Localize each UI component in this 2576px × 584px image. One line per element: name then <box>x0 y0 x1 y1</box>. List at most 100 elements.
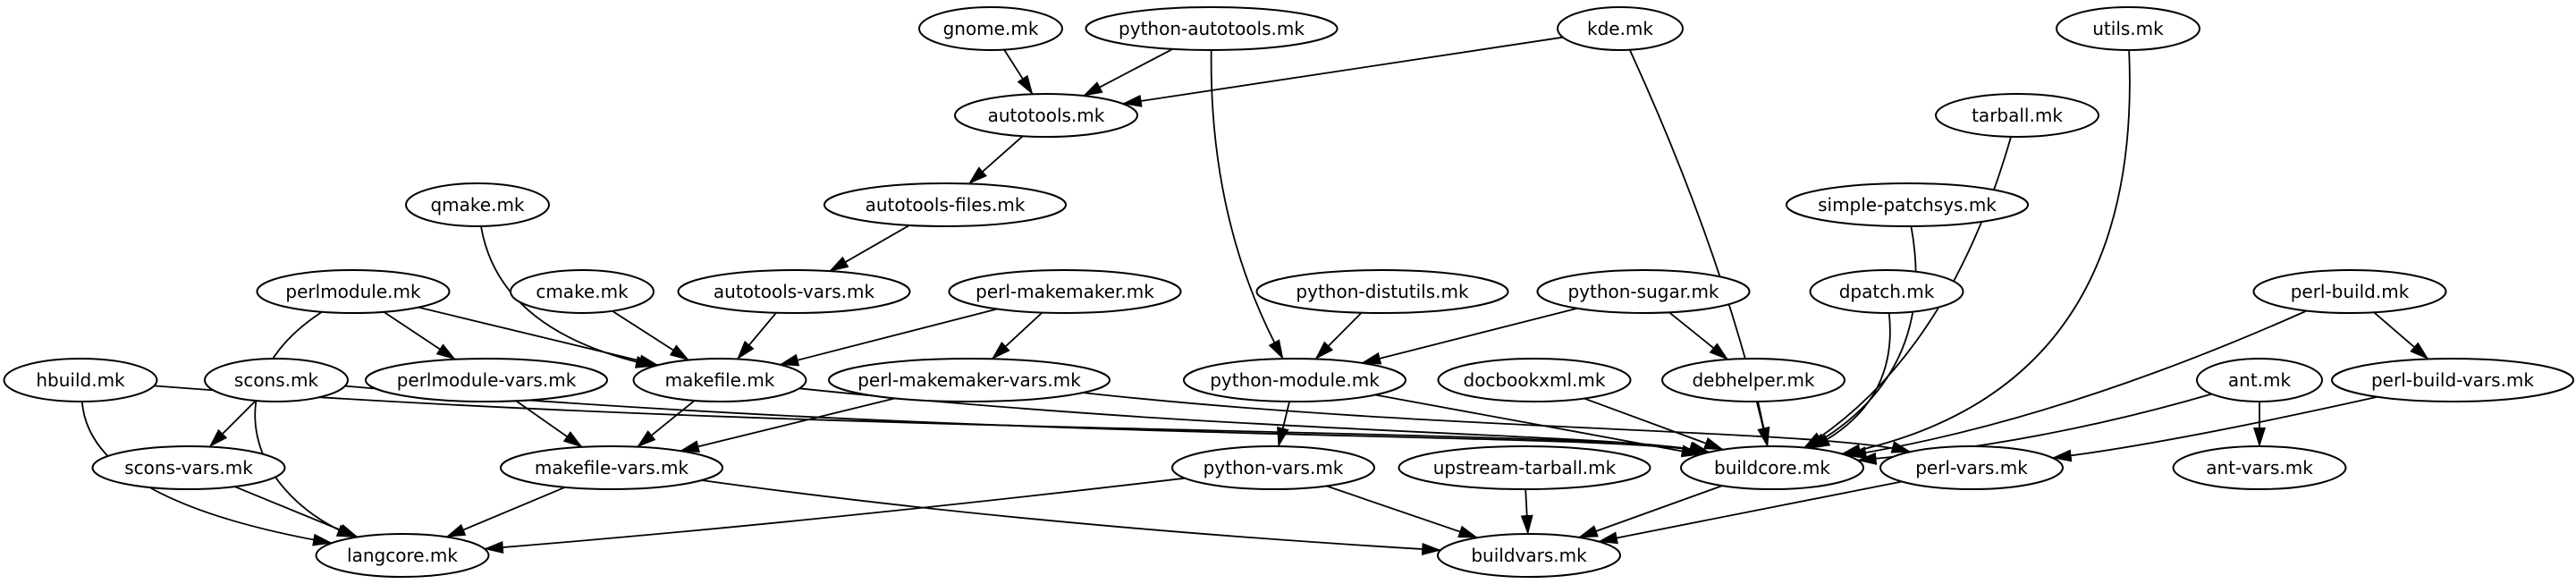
edge-python-module-buildcore <box>1374 394 1702 458</box>
node-label-perl-makemaker: perl-makemaker.mk <box>976 281 1154 302</box>
node-ellipse-kde <box>1557 6 1684 51</box>
node-python-sugar: python-sugar.mk <box>1536 269 1751 314</box>
edge-makefile-vars-buildvars <box>701 479 1442 555</box>
node-debhelper: debhelper.mk <box>1661 358 1845 402</box>
node-langcore: langcore.mk <box>315 533 490 578</box>
edge-ant-buildcore <box>1856 393 2212 465</box>
edge-perlmodule-langcore <box>254 310 357 538</box>
node-ellipse-perlmodule <box>256 269 451 314</box>
edge-perlmodule-perlmodule-vars <box>383 311 456 360</box>
edge-docbookxml-buildcore <box>1584 397 1725 451</box>
node-label-qmake: qmake.mk <box>430 194 524 216</box>
edge-kde-autotools <box>1121 36 1564 107</box>
node-ellipse-dpatch <box>1809 269 1964 314</box>
node-ellipse-ant <box>2196 358 2323 402</box>
node-ellipse-docbookxml <box>1437 358 1632 402</box>
node-label-autotools-vars: autotools-vars.mk <box>714 281 875 302</box>
node-docbookxml: docbookxml.mk <box>1437 358 1632 402</box>
node-ellipse-makefile-vars <box>500 445 723 490</box>
node-label-python-vars: python-vars.mk <box>1204 457 1344 478</box>
node-label-scons: scons.mk <box>234 369 319 391</box>
node-upstream-tarball: upstream-tarball.mk <box>1398 445 1651 490</box>
edge-perlmodule-vars-makefile-vars <box>515 400 583 448</box>
node-makefile: makefile.mk <box>632 358 807 402</box>
node-ellipse-perl-build <box>2252 269 2447 314</box>
node-ellipse-perl-makemaker <box>948 269 1182 314</box>
edge-buildcore-buildvars <box>1577 485 1723 538</box>
node-ellipse-autotools-vars <box>677 269 911 314</box>
node-label-python-module: python-module.mk <box>1210 369 1380 391</box>
node-label-hbuild: hbuild.mk <box>36 369 125 391</box>
node-python-module: python-module.mk <box>1183 358 1406 402</box>
node-gnome: gnome.mk <box>918 6 1063 51</box>
node-label-upstream-tarball: upstream-tarball.mk <box>1433 457 1617 478</box>
node-ellipse-cmake <box>510 269 655 314</box>
node-ellipse-langcore <box>315 533 490 578</box>
edge-perl-makemaker-vars-makefile-vars <box>679 397 896 453</box>
edge-python-distutils-python-module <box>1314 312 1363 360</box>
node-utils: utils.mk <box>2056 6 2200 51</box>
node-ellipse-buildcore <box>1680 445 1864 490</box>
node-label-utils: utils.mk <box>2092 18 2164 39</box>
node-label-buildvars: buildvars.mk <box>1471 545 1587 566</box>
node-scons-vars: scons-vars.mk <box>91 445 286 490</box>
edge-makefile-vars-langcore <box>445 486 566 538</box>
node-label-perlmodule-vars: perlmodule-vars.mk <box>397 369 577 391</box>
node-ellipse-qmake <box>405 182 550 227</box>
edge-dpatch-buildcore <box>1810 312 1891 450</box>
node-label-autotools: autotools.mk <box>988 105 1105 126</box>
node-autotools-vars: autotools-vars.mk <box>677 269 911 314</box>
edge-autotools-autotools-files <box>967 135 1024 185</box>
node-ellipse-python-distutils <box>1255 269 1509 314</box>
node-ellipse-python-autotools <box>1085 6 1339 51</box>
node-python-vars: python-vars.mk <box>1171 445 1375 490</box>
node-scons: scons.mk <box>204 358 349 402</box>
node-tarball: tarball.mk <box>1935 93 2099 138</box>
node-ellipse-autotools <box>954 93 1138 138</box>
edge-perlmodule-makefile <box>418 306 659 368</box>
edge-debhelper-buildcore <box>1757 401 1770 447</box>
edge-scons-buildcore <box>344 385 1710 454</box>
node-simple-patchsys: simple-patchsys.mk <box>1786 182 2029 227</box>
node-ellipse-python-sugar <box>1536 269 1751 314</box>
edge-perl-makemaker-makefile <box>779 308 998 367</box>
node-makefile-vars: makefile-vars.mk <box>500 445 723 490</box>
edge-autotools-vars-makefile <box>737 312 777 360</box>
edge-utils-buildcore <box>1840 49 2131 457</box>
node-label-perl-build-vars: perl-build-vars.mk <box>2371 369 2534 391</box>
edge-cmake-makefile <box>612 309 690 361</box>
node-ellipse-tarball <box>1935 93 2099 138</box>
node-ellipse-python-module <box>1183 358 1406 402</box>
node-label-debhelper: debhelper.mk <box>1692 369 1814 391</box>
node-label-dpatch: dpatch.mk <box>1839 281 1935 302</box>
edge-perl-build-vars-perl-vars <box>2051 395 2378 462</box>
node-perl-makemaker-vars: perl-makemaker-vars.mk <box>828 358 1111 402</box>
node-ellipse-ant-vars <box>2172 445 2347 490</box>
node-perl-makemaker: perl-makemaker.mk <box>948 269 1182 314</box>
edge-python-sugar-python-module <box>1361 307 1578 365</box>
node-label-perl-vars: perl-vars.mk <box>1915 457 2028 478</box>
node-ellipse-upstream-tarball <box>1398 445 1651 490</box>
edge-makefile-buildcore <box>798 387 1710 454</box>
node-perlmodule: perlmodule.mk <box>256 269 451 314</box>
node-ellipse-perlmodule-vars <box>365 358 608 402</box>
node-ellipse-simple-patchsys <box>1786 182 2029 227</box>
edge-python-vars-langcore <box>483 477 1186 554</box>
node-label-simple-patchsys: simple-patchsys.mk <box>1818 194 1997 216</box>
node-ellipse-scons <box>204 358 349 402</box>
node-label-tarball: tarball.mk <box>1972 105 2063 126</box>
node-ellipse-makefile <box>632 358 807 402</box>
node-hbuild: hbuild.mk <box>3 358 158 402</box>
node-python-distutils: python-distutils.mk <box>1255 269 1509 314</box>
node-label-kde: kde.mk <box>1587 18 1653 39</box>
edge-python-module-python-vars <box>1277 401 1290 447</box>
edge-python-autotools-autotools <box>1082 48 1173 97</box>
edge-perl-makemaker-vars-perl-vars <box>1083 392 1912 453</box>
node-ellipse-debhelper <box>1661 358 1845 402</box>
node-perl-build: perl-build.mk <box>2252 269 2447 314</box>
node-label-perl-build: perl-build.mk <box>2291 281 2410 302</box>
node-label-langcore: langcore.mk <box>347 545 458 566</box>
node-label-makefile-vars: makefile-vars.mk <box>535 457 689 478</box>
node-buildvars: buildvars.mk <box>1437 533 1621 578</box>
